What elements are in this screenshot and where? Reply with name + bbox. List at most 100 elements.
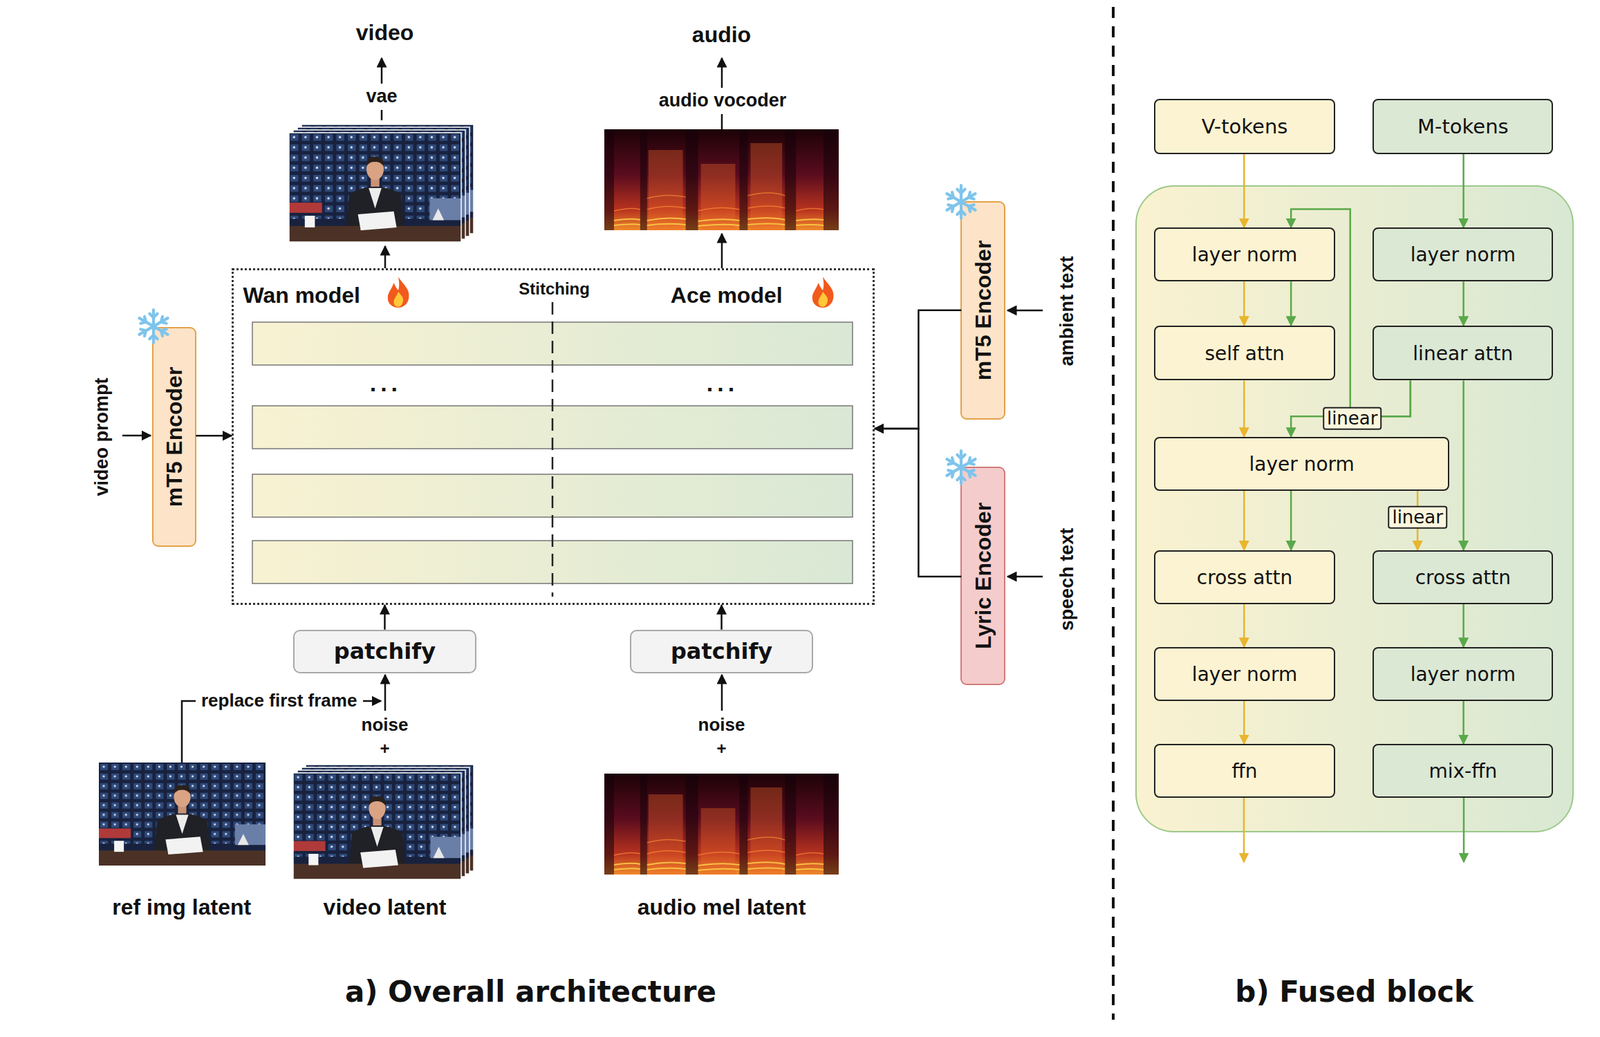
annotation-label: + [379, 740, 390, 758]
annotation-label: audio vocoder [658, 90, 787, 113]
section-caption: b) Fused block [1234, 975, 1474, 1009]
token-box: M-tokens [1372, 98, 1553, 155]
illustration-part [363, 700, 381, 703]
node-label: linear attn [1412, 341, 1513, 365]
layer-box: mix-ffn [1372, 743, 1553, 798]
annotation-label: ... [369, 369, 402, 397]
annotation-label: + [716, 740, 727, 758]
connector-arrow [1243, 490, 1246, 551]
node-label: layer norm [1192, 662, 1298, 686]
illustration-part [122, 434, 151, 437]
section-divider [1111, 6, 1115, 1020]
illustration-part [721, 233, 724, 269]
layer-box: layer norm [1372, 227, 1553, 282]
model-box: Wan modelStitchingAce model [231, 268, 875, 606]
connector-arrow [1290, 380, 1411, 437]
encoder-box: Lyric Encoder [961, 467, 1006, 685]
annotation-label: ambient text [1056, 256, 1078, 367]
connector-arrow [720, 605, 723, 630]
illustration-part [181, 701, 196, 763]
connector-arrow [1462, 380, 1465, 550]
annotation-label: ref img latent [112, 894, 251, 921]
output-arrow [1463, 797, 1466, 863]
node-label: cross attn [1415, 565, 1511, 589]
layer-box: layer norm [1154, 227, 1335, 282]
frozen-icon [138, 309, 168, 343]
node-label: V-tokens [1201, 114, 1289, 139]
connector-arrow [195, 434, 232, 437]
encoder-fill [152, 327, 196, 547]
encoder-fill [961, 201, 1005, 420]
illustration-part [289, 132, 462, 243]
illustration-part [384, 674, 387, 711]
illustration-part [721, 674, 724, 711]
illustration-part [380, 109, 384, 121]
layer-box: layer norm [1372, 647, 1553, 702]
connector-arrow [1243, 380, 1246, 437]
illustration-part [721, 58, 724, 88]
layer-box: linear attn [1372, 325, 1553, 381]
node-label: patchify [670, 638, 773, 665]
encoder-fill [961, 467, 1005, 685]
connector-arrow [383, 605, 386, 630]
encoder-box: mT5 Encoder [152, 327, 196, 547]
frozen-icon [946, 450, 975, 485]
node-label: layer norm [1410, 243, 1516, 267]
video-latent-frames [293, 764, 474, 880]
stitching-line [551, 302, 554, 597]
node-label: mT5 Encoder [161, 366, 188, 507]
token-box: V-tokens [1154, 98, 1335, 155]
edge-label: linear [1322, 407, 1383, 431]
fused-block-container [1136, 185, 1574, 832]
annotation-label: replace first frame [201, 690, 357, 712]
annotation-label: noise [698, 714, 746, 736]
annotation-label: video [356, 20, 415, 46]
patchify-box: patchify [293, 629, 478, 675]
illustration-part [1007, 309, 1043, 312]
section-caption: a) Overall architecture [345, 975, 717, 1009]
reference-image [98, 762, 266, 866]
frozen-icon [946, 185, 975, 219]
connector-arrow [1243, 604, 1246, 648]
layer-box: layer norm [1154, 436, 1450, 491]
node-label: mT5 Encoder [970, 240, 997, 381]
annotation-label: noise [361, 714, 409, 736]
node-label: layer norm [1249, 452, 1355, 476]
layer-box: self attn [1154, 325, 1335, 381]
connector-arrow [1462, 154, 1465, 228]
node-label: Stitching [518, 279, 590, 299]
node-label: Lyric Encoder [970, 502, 997, 650]
node-label: layer norm [1410, 662, 1516, 686]
annotation-label: vae [365, 86, 397, 108]
annotation-label: speech text [1056, 528, 1078, 632]
illustration-part [293, 773, 462, 880]
connector-arrow [1290, 281, 1293, 326]
fire-icon [387, 276, 410, 308]
spectrogram [604, 129, 839, 231]
connector-arrow [1462, 281, 1465, 326]
node-label: cross attn [1196, 565, 1293, 589]
node-label: self attn [1204, 341, 1285, 365]
annotation-label: audio [692, 22, 751, 48]
connector-arrow [1243, 701, 1246, 744]
connector-arrow [1243, 154, 1246, 228]
layer-box: layer norm [1154, 647, 1335, 702]
node-label: M-tokens [1417, 114, 1509, 139]
fire-icon [812, 276, 834, 308]
illustration-part [1007, 575, 1043, 579]
connector-arrow [1462, 604, 1465, 648]
node-label: patchify [333, 638, 436, 665]
layer-box: cross attn [1154, 550, 1335, 605]
layout-arrows [122, 58, 1043, 763]
illustration-part [721, 114, 724, 130]
annotation-label: video prompt [91, 377, 113, 496]
layer-box: ffn [1154, 743, 1335, 798]
connector-arrow [874, 428, 962, 577]
video-frames [289, 124, 474, 243]
connector-arrow [874, 310, 962, 429]
